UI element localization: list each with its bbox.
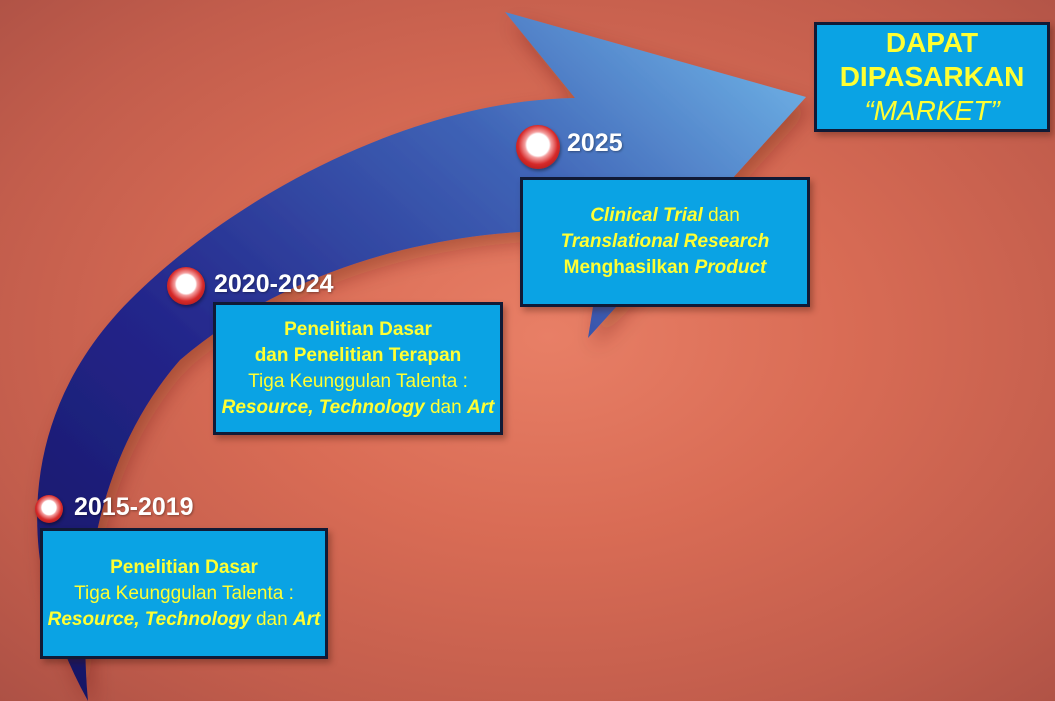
milestone-marker-icon <box>35 495 63 523</box>
stage-title: Penelitian Dasar <box>284 318 432 340</box>
milestone-marker-icon <box>167 267 205 305</box>
market-target-box: DAPAT DIPASARKAN “MARKET” <box>814 22 1050 132</box>
conjunction: dan <box>708 205 740 226</box>
translational-research: Translational Research <box>560 231 770 252</box>
stage-line-1: Clinical Trial dan <box>590 203 740 229</box>
pillar-resource: Resource, <box>47 608 140 630</box>
market-subtitle: “MARKET” <box>817 94 1047 128</box>
clinical-trial: Clinical Trial <box>590 205 703 226</box>
stage-subtitle: Tiga Keunggulan Talenta : <box>74 582 294 604</box>
year-label: 2015-2019 <box>74 493 194 521</box>
stage-title: Penelitian Dasar <box>110 556 258 578</box>
pillar-art: Art <box>292 608 321 630</box>
milestone-marker-icon <box>516 125 560 169</box>
menghasilkan: Menghasilkan <box>563 257 690 278</box>
stage-line-2: Translational Research <box>561 229 770 255</box>
stage-subtitle: Tiga Keunggulan Talenta : <box>248 370 468 392</box>
stage-box-2015-2019: Penelitian Dasar Tiga Keunggulan Talenta… <box>40 528 328 659</box>
year-label: 2020-2024 <box>214 270 334 298</box>
pillar-art: Art <box>466 396 495 418</box>
market-title: DAPAT DIPASARKAN <box>839 27 1025 92</box>
pillar-resource: Resource, <box>221 396 314 418</box>
year-label: 2025 <box>567 129 623 157</box>
conjunction: dan <box>255 608 288 630</box>
stage-line-3: Menghasilkan Product <box>564 255 767 281</box>
stage-box-2020-2024: Penelitian Dasar dan Penelitian Terapan … <box>213 302 503 435</box>
pillar-technology: Technology <box>144 608 251 630</box>
pillar-technology: Technology <box>318 396 425 418</box>
stage-pillars: Resource, Technology dan Art <box>48 607 321 633</box>
product: Product <box>694 257 767 278</box>
stage-title-2: dan Penelitian Terapan <box>254 344 462 366</box>
stage-box-2025: Clinical Trial dan Translational Researc… <box>520 177 810 307</box>
conjunction: dan <box>429 396 462 418</box>
stage-pillars: Resource, Technology dan Art <box>222 395 495 421</box>
market-label: “MARKET” <box>864 95 1000 126</box>
